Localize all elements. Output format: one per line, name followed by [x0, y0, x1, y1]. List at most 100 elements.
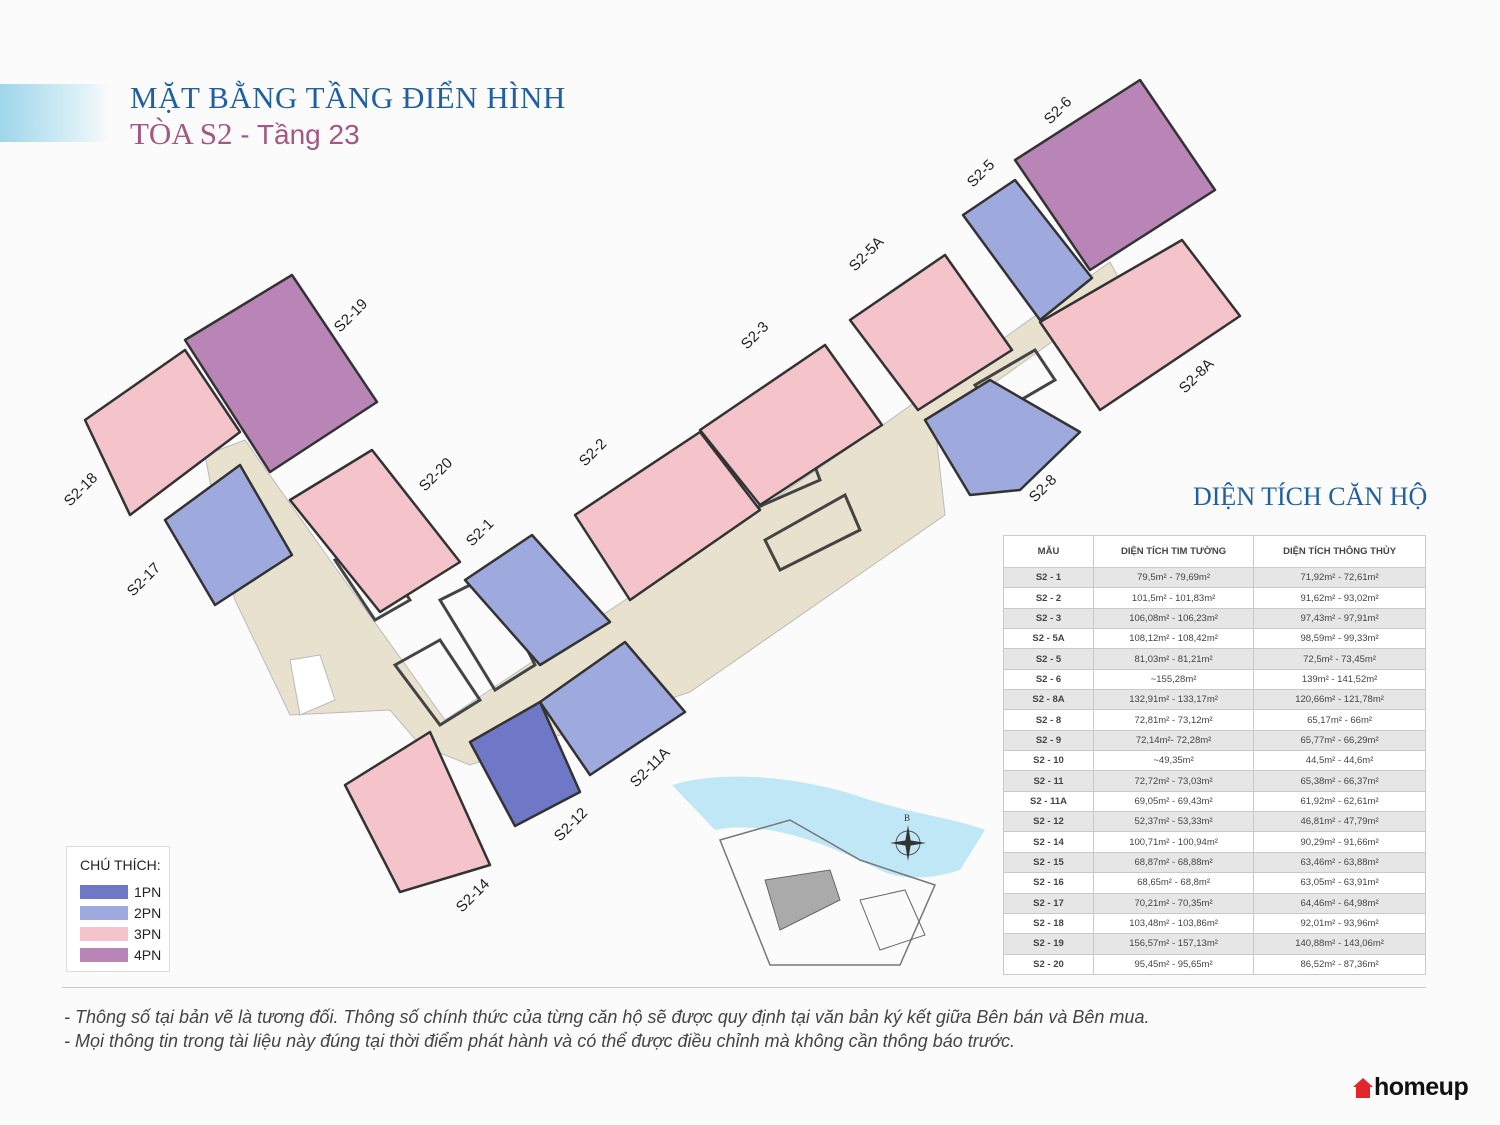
unit-code-cell: S2 - 6 — [1003, 668, 1094, 691]
clear-area-cell: 63,46m² - 63,88m² — [1253, 851, 1426, 874]
wall-center-area-cell: 72,81m² - 73,12m² — [1092, 709, 1255, 731]
clear-area-cell: 72,5m² - 73,45m² — [1253, 648, 1426, 670]
unit-s2-2[interactable] — [573, 430, 762, 602]
legend-title: CHÚ THÍCH: — [80, 857, 161, 873]
unit-label: S2-8A — [1176, 355, 1218, 397]
unit-code-cell: S2 - 1 — [1003, 566, 1094, 589]
unit-code-cell: S2 - 18 — [1003, 912, 1094, 935]
unit-label: S2-3 — [738, 318, 772, 352]
unit-code-cell: S2 - 12 — [1003, 811, 1094, 833]
unit-s2-17[interactable] — [163, 463, 294, 607]
unit-code-cell: S2 - 17 — [1003, 892, 1094, 914]
wall-center-area-cell: 79,5m² - 79,69m² — [1092, 566, 1255, 589]
unit-s2-8[interactable] — [923, 378, 1082, 497]
unit-code-cell: S2 - 11A — [1003, 790, 1094, 813]
compass-icon: B — [890, 813, 926, 861]
legend-swatch — [80, 926, 128, 941]
clear-area-cell: 97,43m² - 97,91m² — [1253, 607, 1426, 630]
clear-area-cell: 120,66m² - 121,78m² — [1253, 689, 1426, 711]
clear-area-cell: 140,88m² - 143,06m² — [1253, 933, 1426, 955]
unit-label: S2-5A — [846, 233, 888, 275]
clear-area-cell: 65,77m² - 66,29m² — [1253, 729, 1426, 752]
unit-code-cell: S2 - 20 — [1003, 953, 1094, 975]
legend-item: 2PN — [80, 902, 169, 923]
unit-s2-12[interactable] — [468, 700, 582, 828]
wall-center-area-cell: 72,72m² - 73,03m² — [1092, 770, 1255, 792]
unit-s2-11a[interactable] — [538, 640, 687, 777]
subtitle-separator: - — [232, 119, 257, 150]
divider — [62, 987, 1426, 988]
clear-area-cell: 61,92m² - 62,61m² — [1253, 790, 1426, 813]
wall-center-area-cell: 70,21m² - 70,35m² — [1092, 892, 1255, 914]
unit-code-cell: S2 - 10 — [1003, 750, 1094, 772]
site-map: B — [672, 776, 985, 966]
wall-center-area-cell: 156,57m² - 157,13m² — [1092, 933, 1255, 955]
unit-s2-18[interactable] — [83, 348, 242, 517]
unit-s2-5a[interactable] — [848, 253, 1014, 412]
house-icon — [1353, 1077, 1373, 1098]
column-header: DIỆN TÍCH TIM TƯỜNG — [1092, 535, 1255, 568]
clear-area-cell: 86,52m² - 87,36m² — [1253, 953, 1426, 975]
compass-north-label: B — [904, 813, 910, 823]
unit-code-cell: S2 - 19 — [1003, 933, 1094, 955]
unit-code-cell: S2 - 11 — [1003, 770, 1094, 792]
unit-code-cell: S2 - 5 — [1003, 648, 1094, 670]
unit-code-cell: S2 - 8A — [1003, 689, 1094, 711]
legend-item: 1PN — [80, 881, 169, 902]
unit-label: S2-1 — [463, 515, 497, 549]
legend-label: 1PN — [134, 883, 162, 900]
wall-center-area-cell: 103,48m² - 103,86m² — [1092, 912, 1255, 935]
unit-code-cell: S2 - 3 — [1003, 607, 1094, 630]
unit-code-cell: S2 - 14 — [1003, 831, 1094, 853]
clear-area-cell: 44,5m² - 44,6m² — [1253, 750, 1426, 772]
legend-label: 2PN — [134, 904, 162, 921]
wall-center-area-cell: 100,71m² - 100,94m² — [1092, 831, 1255, 853]
clear-area-cell: 91,62m² - 93,02m² — [1253, 587, 1426, 609]
clear-area-cell: 98,59m² - 99,33m² — [1253, 628, 1426, 650]
unit-label: S2-18 — [61, 470, 101, 510]
wall-center-area-cell: 68,87m² - 68,88m² — [1092, 851, 1255, 874]
corridor — [204, 261, 1126, 766]
clear-area-cell: 90,29m² - 91,66m² — [1253, 831, 1426, 853]
wall-center-area-cell: 52,37m² - 53,33m² — [1092, 811, 1255, 833]
legend-swatch — [80, 884, 128, 899]
water-area — [672, 776, 985, 878]
unit-label: S2-20 — [416, 455, 456, 495]
unit-s2-14[interactable] — [343, 730, 492, 894]
area-table: MẪU DIỆN TÍCH TIM TƯỜNG DIỆN TÍCH THÔNG … — [1003, 535, 1426, 975]
unit-s2-3[interactable] — [698, 343, 884, 507]
clear-area-cell: 46,81m² - 47,79m² — [1253, 811, 1426, 833]
page-title: MẶT BẰNG TẦNG ĐIỂN HÌNH — [130, 80, 566, 115]
legend-label: 3PN — [134, 925, 162, 942]
unit-s2-19[interactable] — [183, 273, 379, 474]
clear-area-cell: 65,17m² - 66m² — [1253, 709, 1426, 731]
unit-code-cell: S2 - 16 — [1003, 872, 1094, 894]
unit-s2-20[interactable] — [288, 448, 462, 614]
legend-item: 4PN — [80, 944, 169, 965]
legend-swatch — [80, 905, 128, 920]
wall-center-area-cell: 69,05m² - 69,43m² — [1092, 790, 1255, 813]
unit-s2-6[interactable] — [1013, 78, 1217, 272]
building-name: TÒA S2 — [130, 116, 233, 151]
header-decoration — [0, 84, 110, 142]
unit-s2-5[interactable] — [961, 178, 1094, 322]
legend-label: 4PN — [134, 946, 162, 963]
unit-s2-8a[interactable] — [1038, 238, 1242, 412]
page-subtitle: TÒA S2 - Tầng 23 — [130, 116, 360, 152]
unit-label: S2-12 — [551, 805, 591, 845]
wall-center-area-cell: 95,45m² - 95,65m² — [1092, 953, 1255, 975]
unit-s2-1[interactable] — [463, 533, 612, 667]
